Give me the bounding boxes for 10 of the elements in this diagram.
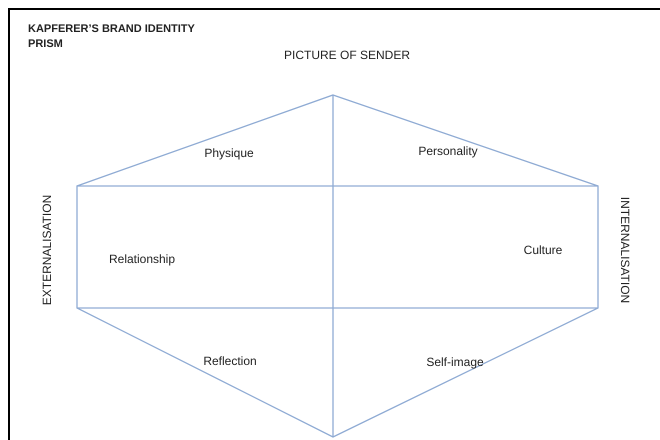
- prism-label: PICTURE OF SENDER: [284, 48, 410, 62]
- prism-label: Physique: [204, 146, 254, 160]
- diagram-title: KAPFERER’S BRAND IDENTITY PRISM: [28, 22, 196, 52]
- prism-label: Personality: [418, 144, 478, 158]
- prism-label: Reflection: [203, 354, 257, 368]
- prism-label: INTERNALISATION: [618, 196, 632, 304]
- prism-label: Culture: [524, 243, 562, 257]
- prism-label: EXTERNALISATION: [40, 194, 54, 306]
- prism-label: Self-image: [426, 355, 484, 369]
- prism-label: Relationship: [108, 252, 176, 266]
